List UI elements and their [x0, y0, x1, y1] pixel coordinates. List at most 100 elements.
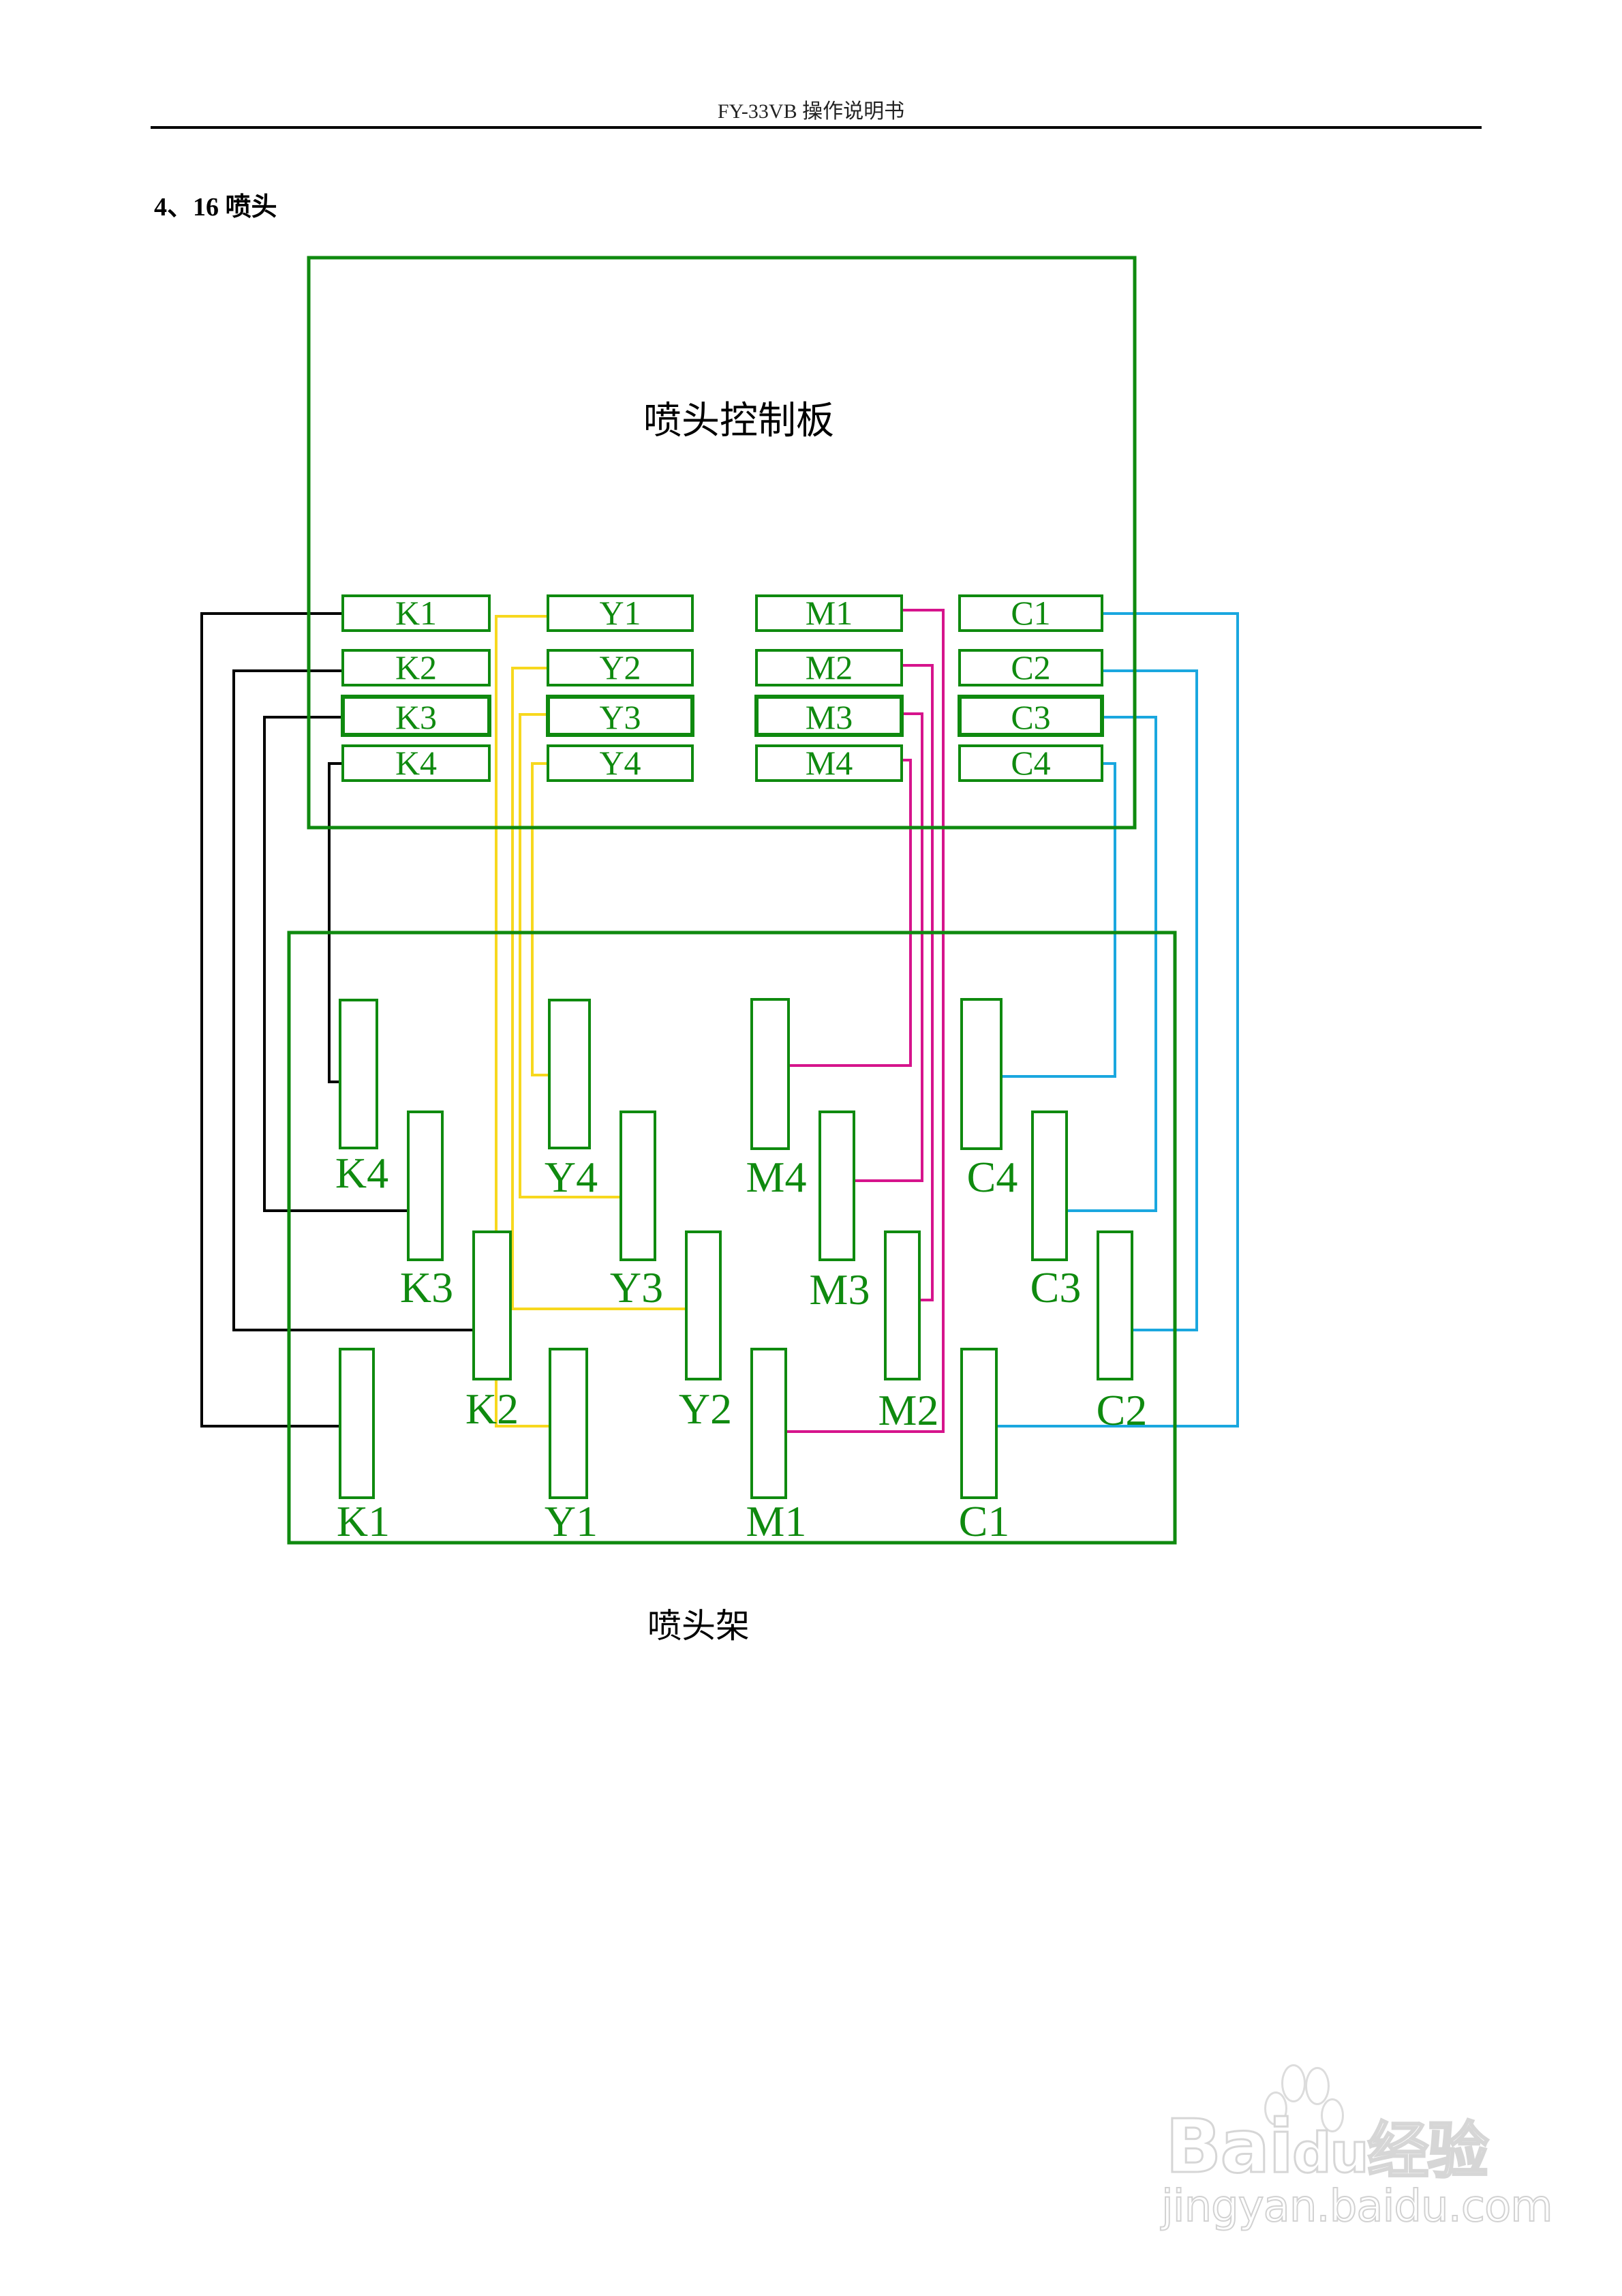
board-slot-y3: Y3	[546, 695, 694, 737]
slot-label: M4	[806, 744, 853, 782]
section-heading: 4、16 喷头	[154, 193, 277, 222]
slot-box	[341, 744, 491, 782]
head-body	[1031, 1111, 1068, 1261]
slot-box	[341, 594, 491, 632]
slot-label: Y4	[599, 744, 641, 782]
slot-box	[755, 744, 903, 782]
head-label: K1	[337, 1497, 390, 1545]
board-slot-c2: C2	[958, 648, 1103, 686]
head-body	[750, 998, 790, 1150]
head-body	[960, 1348, 998, 1499]
print-head-k4: K4	[335, 999, 388, 1197]
watermark-url: jingyan.baidu.com	[1161, 2181, 1554, 2233]
slot-label: C2	[1011, 648, 1050, 686]
head-label: C2	[1097, 1386, 1148, 1434]
head-label: C3	[1030, 1263, 1082, 1312]
board-slot-y1: Y1	[547, 594, 694, 632]
print-head-y2: Y2	[679, 1230, 732, 1433]
head-body	[339, 1348, 375, 1499]
head-label: C1	[959, 1497, 1010, 1545]
head-body	[619, 1111, 656, 1261]
board-slot-k2: K2	[341, 648, 491, 686]
print-head-m4: M4	[746, 998, 806, 1201]
board-slot-c1: C1	[958, 594, 1103, 632]
head-body	[960, 998, 1003, 1150]
print-head-k1: K1	[337, 1348, 390, 1545]
board-slot-y4: Y4	[547, 744, 694, 782]
watermark-brand: Baidu经验	[1164, 2101, 1490, 2191]
paw-toe-icon	[1321, 2098, 1344, 2132]
slot-box	[547, 744, 694, 782]
board-slot-k1: K1	[341, 594, 491, 632]
print-head-m2: M2	[878, 1230, 938, 1434]
board-slot-m1: M1	[755, 594, 903, 632]
wire-y4	[531, 762, 549, 1076]
head-label: M1	[746, 1497, 807, 1545]
control-board-frame	[307, 256, 1137, 830]
carriage-frame	[287, 931, 1177, 1545]
print-head-c2: C2	[1097, 1230, 1148, 1434]
head-body	[339, 999, 378, 1149]
print-head-k2: K2	[465, 1230, 519, 1433]
head-body	[750, 1348, 787, 1499]
watermark-brand-cn: 经验	[1366, 2115, 1490, 2188]
board-slot-m4: M4	[755, 744, 903, 782]
slot-box	[547, 594, 694, 632]
baidu-jingyan-watermark: Baidu经验 jingyan.baidu.com	[1152, 2052, 1554, 2236]
print-head-k3: K3	[400, 1111, 453, 1312]
board-slot-k4: K4	[341, 744, 491, 782]
print-head-y1: Y1	[545, 1348, 598, 1545]
print-head-c1: C1	[959, 1348, 1010, 1545]
slot-label: Y3	[599, 698, 641, 736]
wire-k4	[328, 762, 343, 1083]
slot-label: M2	[806, 648, 853, 686]
head-body	[407, 1111, 444, 1261]
print-head-c3: C3	[1030, 1111, 1082, 1312]
wire-m2	[902, 664, 934, 1301]
head-label: M3	[810, 1265, 870, 1314]
head-label: Y4	[545, 1153, 598, 1201]
paw-toe-icon	[1281, 2064, 1306, 2102]
head-label: K4	[335, 1149, 388, 1197]
wire-y3	[519, 713, 621, 1198]
slot-box	[755, 649, 903, 686]
head-body	[818, 1111, 855, 1261]
slot-box	[958, 594, 1103, 632]
print-head-y3: Y3	[610, 1111, 663, 1312]
watermark-brand-bai: Bai	[1164, 2104, 1294, 2191]
slot-box	[546, 695, 694, 737]
carriage-title: 喷头架	[647, 1606, 750, 1646]
wires-layer	[200, 609, 1239, 1433]
head-label: Y1	[545, 1497, 598, 1545]
slot-label: K2	[395, 648, 437, 686]
slot-label: C3	[1011, 698, 1050, 736]
wire-c4	[1001, 762, 1116, 1078]
slot-box	[341, 695, 491, 737]
board-slot-c3: C3	[958, 695, 1104, 737]
print-head-m3: M3	[810, 1111, 870, 1314]
wire-c1	[996, 612, 1239, 1428]
slot-label: C4	[1011, 744, 1050, 782]
head-body	[549, 1348, 588, 1499]
wire-k2	[232, 669, 474, 1331]
wire-c3	[1067, 716, 1157, 1212]
document-header-title: FY-33VB 操作说明书	[717, 100, 905, 123]
slot-box	[754, 695, 904, 737]
wire-k1	[200, 612, 343, 1428]
wire-k3	[263, 716, 408, 1212]
slot-box	[341, 649, 491, 686]
slot-box	[958, 649, 1103, 686]
wire-m3	[854, 712, 923, 1182]
header-rule	[151, 126, 1482, 129]
slot-label: K4	[395, 744, 437, 782]
slot-label: M1	[806, 594, 853, 632]
head-label: C4	[967, 1153, 1018, 1201]
control-board-title: 喷头控制板	[643, 399, 834, 443]
slot-box	[958, 695, 1104, 737]
print-head-y4: Y4	[545, 999, 598, 1201]
slot-label: K3	[395, 698, 437, 736]
wire-y2	[511, 667, 686, 1310]
head-body	[1097, 1230, 1133, 1380]
